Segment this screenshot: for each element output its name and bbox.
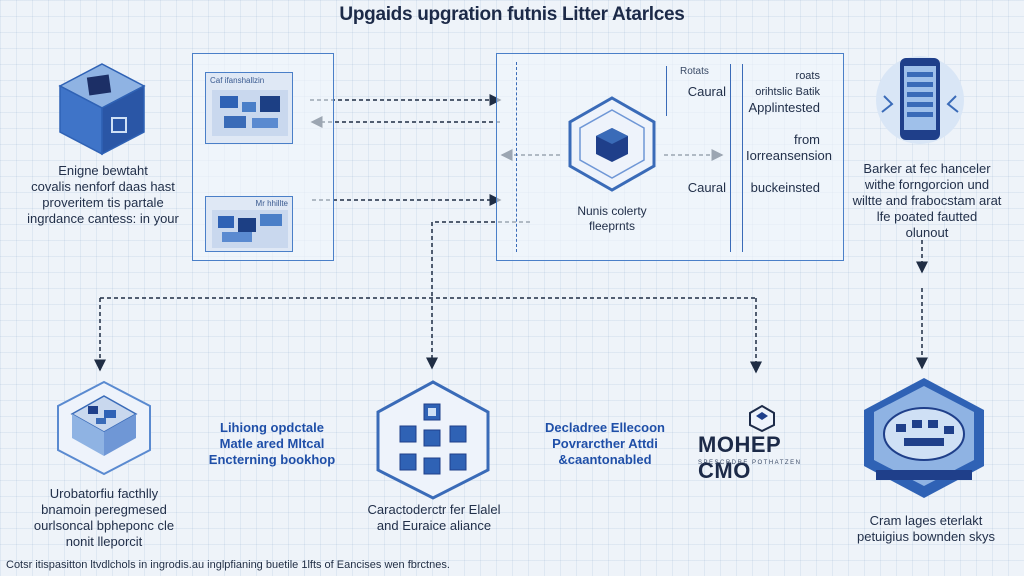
blueprint-card-1-label: Caf ifanshallzin bbox=[210, 76, 265, 85]
blueprint-card-2-label: Mr hhillte bbox=[255, 199, 288, 208]
cluster-icon bbox=[376, 380, 490, 500]
table-header: Rotats bbox=[680, 66, 709, 77]
bottom-4-description: Decladree Ellecoon Povrarcther Attdi &ca… bbox=[545, 420, 665, 467]
left-description: Enigne bewtaht covalis nenforf daas hast… bbox=[27, 163, 179, 226]
table-col2-group-1: roats orihtslic Batik Applintested bbox=[748, 70, 820, 115]
blueprint-card-2: Mr hhillte bbox=[205, 196, 293, 252]
phone-icon bbox=[876, 56, 964, 144]
table-col2-group-2: from Iorreansension bbox=[746, 132, 832, 163]
footer-note: Cotsr itispasitton ltvdlchols in ingrodi… bbox=[6, 559, 450, 571]
table-col1-a: Caural bbox=[687, 84, 726, 99]
diagram-title: Upgaids upgration futnis Litter Atarlces bbox=[339, 4, 685, 25]
bottom-1-description: Urobatorfiu facthlly bnamoin peregmesed … bbox=[33, 486, 175, 549]
table-divider-3 bbox=[742, 64, 743, 252]
phone-description: Barker at fec hanceler withe forngorcion… bbox=[852, 161, 1002, 240]
blueprint-icon bbox=[212, 90, 288, 136]
cube-icon bbox=[58, 63, 146, 156]
table-divider-2 bbox=[730, 64, 731, 252]
brand-name: MOHEP CMO bbox=[698, 432, 781, 483]
dome-icon bbox=[864, 378, 984, 498]
bottom-2-description: Lihiong opdctale Matle ared Mltcal Encte… bbox=[208, 420, 336, 467]
brand-tagline: SPESCRDRE POTHATZEN bbox=[698, 460, 802, 466]
bottom-5-description: Cram lages eterlakt petuigius bownden sk… bbox=[856, 513, 996, 544]
blueprint-cube-icon bbox=[57, 380, 151, 476]
panel-b bbox=[496, 53, 844, 261]
blueprint-card-1: Caf ifanshallzin bbox=[205, 72, 293, 144]
table-col1-b: Caural bbox=[687, 180, 726, 195]
panel-b-divider bbox=[516, 62, 517, 252]
table-divider-1 bbox=[666, 66, 667, 116]
center-node-icon bbox=[568, 96, 656, 192]
bottom-3-description: Caractoderctr fer Elalel and Euraice ali… bbox=[367, 502, 501, 533]
blueprint-icon bbox=[212, 210, 288, 248]
brand-icon bbox=[749, 404, 775, 433]
center-node-label: Nunis colerty fleeprnts bbox=[577, 204, 647, 233]
table-col2-group-3: buckeinsted bbox=[750, 180, 820, 195]
